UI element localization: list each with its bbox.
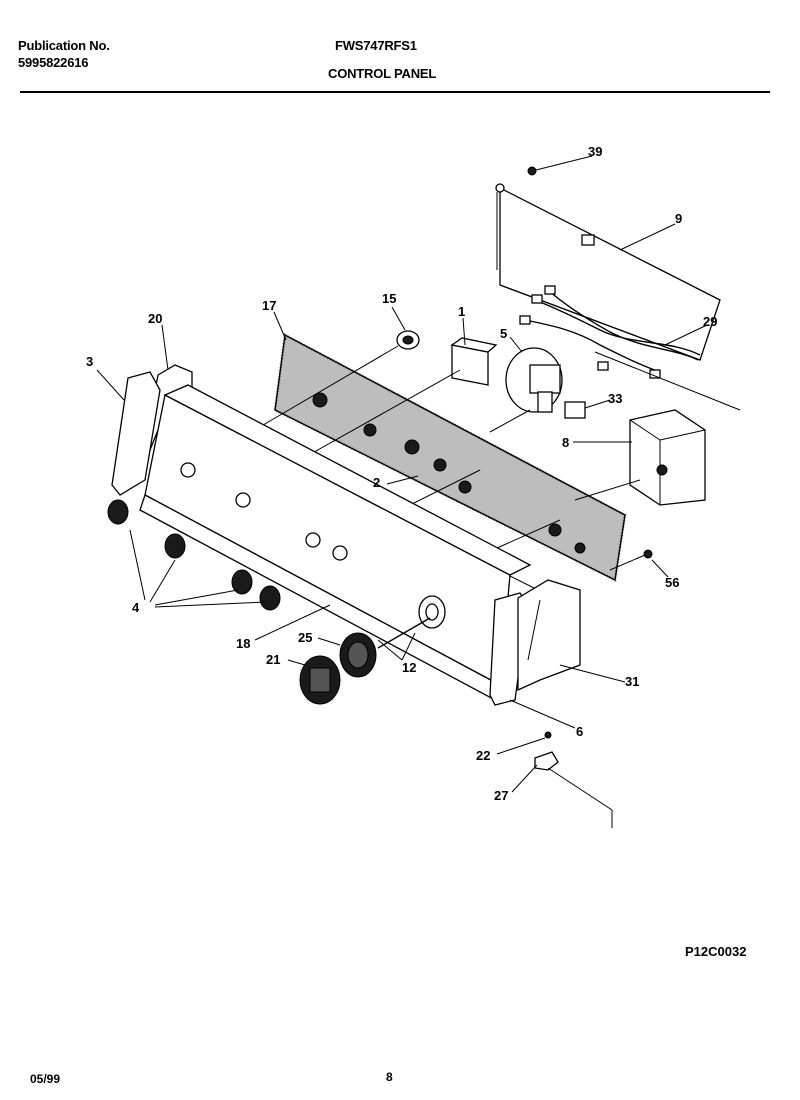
publication-number: 5995822616 — [18, 55, 89, 70]
rotary-switch-part — [396, 330, 420, 350]
section-title: CONTROL PANEL — [328, 66, 437, 81]
relay-part — [450, 337, 498, 386]
drawing-number: P12C0032 — [685, 944, 747, 959]
callout-6: 6 — [576, 724, 583, 739]
callout-8: 8 — [562, 435, 569, 450]
callout-29: 29 — [703, 314, 717, 329]
callout-15: 15 — [382, 291, 396, 306]
publication-label: Publication No. — [18, 38, 110, 53]
knob-shaft-part — [377, 617, 431, 649]
push-button-knobs-part — [107, 499, 281, 611]
callout-27: 27 — [494, 788, 508, 803]
console-panel-part — [139, 384, 532, 701]
callout-18: 18 — [236, 636, 250, 651]
footer-date: 05/99 — [30, 1072, 61, 1086]
callout-leaders — [96, 155, 708, 793]
model-number: FWS747RFS1 — [335, 38, 417, 53]
callout-20: 20 — [148, 311, 162, 326]
assembly-lines — [257, 345, 646, 591]
wiring-harness-part — [519, 285, 741, 411]
connector-part — [564, 401, 586, 419]
mounting-screw-part — [643, 549, 653, 559]
circuit-board-part — [273, 332, 627, 583]
callout-21: 21 — [266, 652, 280, 667]
callout-4: 4 — [132, 600, 140, 615]
right-end-bracket-part — [517, 579, 581, 692]
left-end-cap-part — [111, 371, 161, 496]
timer-box-part — [629, 409, 706, 506]
page-number: 8 — [386, 1070, 393, 1084]
callout-39: 39 — [588, 144, 602, 159]
rear-bracket-part — [495, 183, 721, 361]
timer-knob-part — [299, 655, 341, 705]
buzzer-part — [505, 347, 563, 413]
callout-17: 17 — [262, 298, 276, 313]
callout-1: 1 — [458, 304, 465, 319]
callout-9: 9 — [675, 211, 682, 226]
clip-screw-part — [544, 731, 552, 739]
callout-12: 12 — [402, 660, 416, 675]
callout-25: 25 — [298, 630, 312, 645]
header-divider — [20, 91, 770, 93]
callout-3: 3 — [86, 354, 93, 369]
callout-33: 33 — [608, 391, 622, 406]
screw-part — [527, 166, 537, 176]
timer-dial-part — [339, 632, 377, 678]
callout-2: 2 — [373, 475, 380, 490]
callout-22: 22 — [476, 748, 490, 763]
callout-31: 31 — [625, 674, 639, 689]
clip-part — [534, 751, 613, 828]
callout-56: 56 — [665, 575, 679, 590]
callout-5: 5 — [500, 326, 507, 341]
